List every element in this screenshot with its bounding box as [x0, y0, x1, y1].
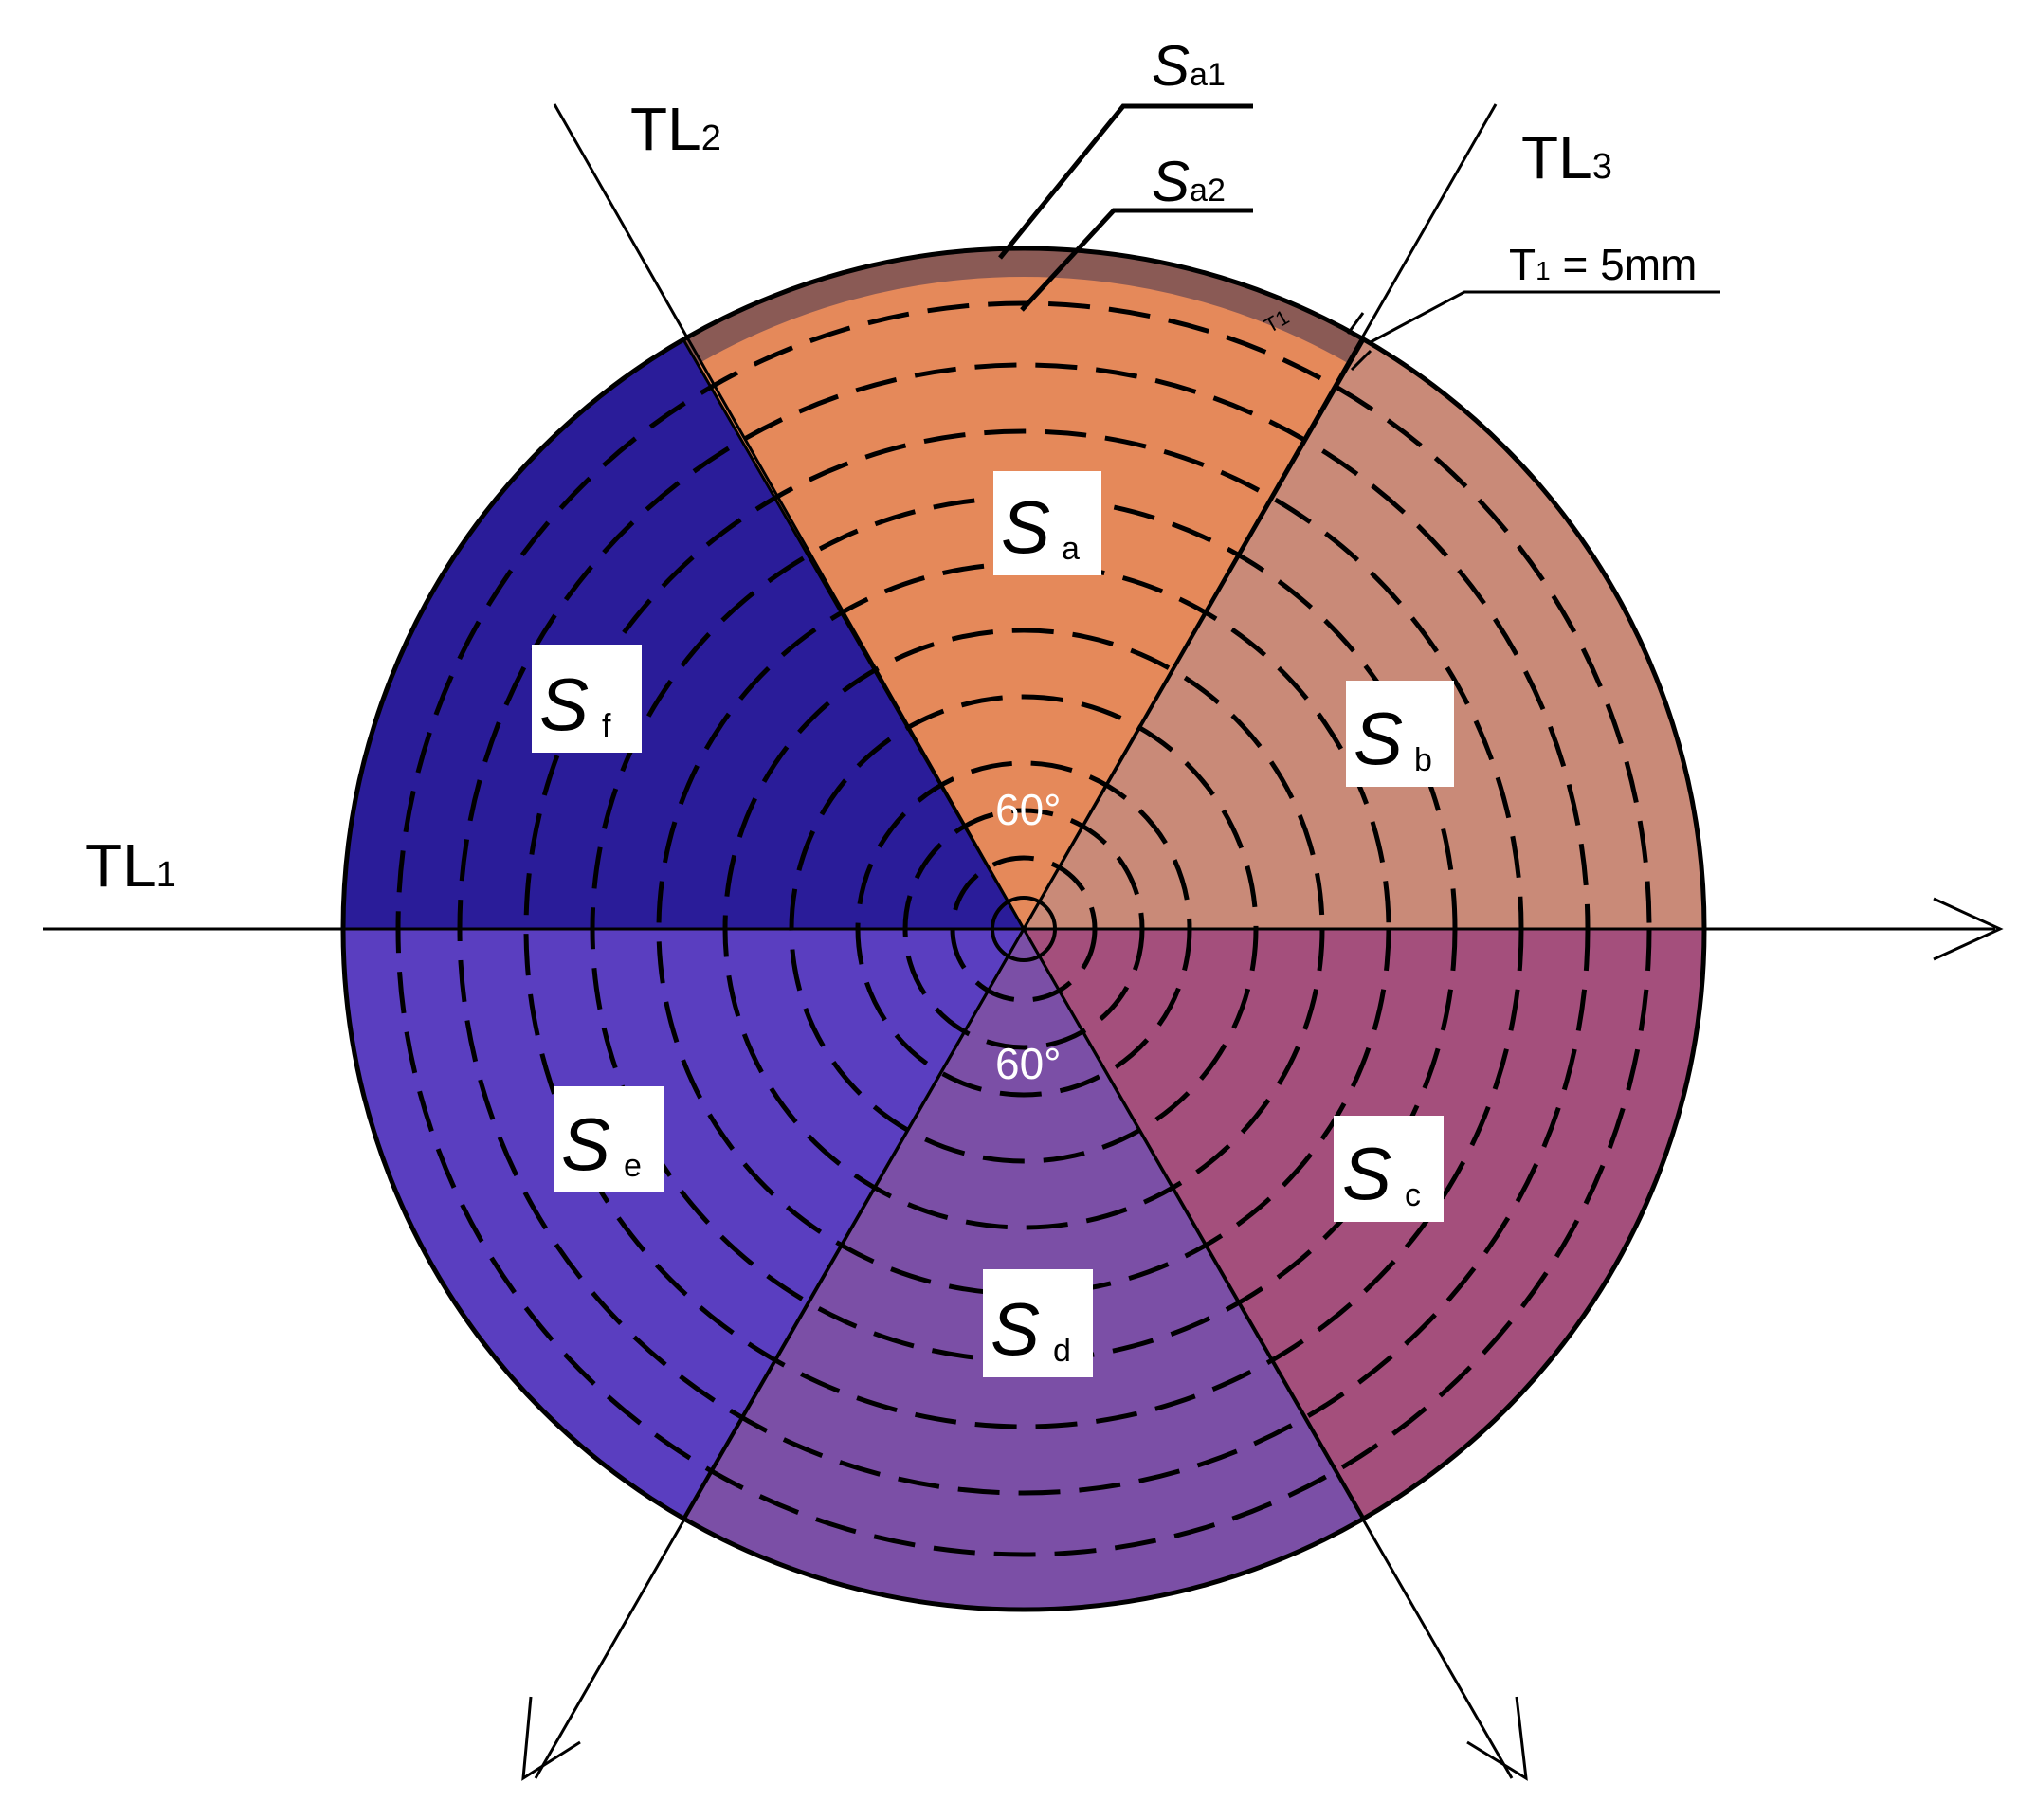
svg-text:b: b: [1414, 742, 1432, 778]
t1-dimension-label: T1 = 5mm: [1509, 240, 1697, 289]
sa2-leader-line: [1020, 208, 1253, 312]
tl1-arrowhead-icon: [1933, 897, 2004, 961]
sector-a-label: S a: [993, 471, 1101, 575]
angle-label-bottom: 60°: [995, 1039, 1062, 1088]
svg-text:S: S: [1342, 1132, 1391, 1215]
tl2-label: TL2: [630, 95, 721, 163]
sector-c-label: S c: [1334, 1116, 1444, 1222]
sa1-leader-line: [998, 103, 1253, 260]
sa2-label: Sa2: [1152, 150, 1226, 213]
sa1-label: Sa1: [1152, 34, 1226, 98]
svg-text:d: d: [1053, 1333, 1071, 1369]
tl1-label: TL1: [85, 831, 176, 900]
sector-f-fill: [343, 339, 1024, 930]
angle-label-top: 60°: [995, 785, 1062, 834]
sector-fills: [343, 247, 1704, 1610]
tl3-axis-line-lower: [534, 928, 1026, 1779]
sector-b-fill: [1024, 339, 1704, 930]
sector-e-label: S e: [554, 1086, 664, 1192]
svg-text:e: e: [624, 1148, 642, 1184]
svg-text:c: c: [1405, 1177, 1421, 1213]
sector-b-label: S b: [1346, 681, 1454, 787]
sector-e-fill: [343, 929, 1024, 1519]
sector-a-outer-band: [683, 247, 1364, 365]
tl3-label: TL3: [1521, 123, 1612, 191]
t1-leader-line: [1368, 290, 1720, 345]
tl3-arrowhead-icon: [521, 1696, 581, 1781]
tl2-axis-line-lower: [1022, 928, 1514, 1779]
t1-tick-bottom: [1350, 349, 1372, 372]
sector-c-fill: [1024, 929, 1704, 1519]
svg-text:S: S: [1354, 697, 1403, 780]
svg-text:a: a: [1062, 531, 1080, 567]
tl3-axis-line: [1022, 103, 1498, 930]
sector-d-label: S d: [983, 1269, 1093, 1377]
sector-f-label: S f: [532, 645, 642, 753]
sector-a-fill: [683, 247, 1364, 929]
t1-tick-top: [1346, 312, 1365, 335]
sector-labels: S a S b S c S d S e S f: [532, 471, 1454, 1377]
tl2-arrowhead-icon: [1466, 1696, 1528, 1781]
svg-text:S: S: [1001, 485, 1050, 569]
svg-text:S: S: [561, 1102, 610, 1186]
svg-text:f: f: [602, 708, 611, 744]
svg-text:S: S: [539, 663, 589, 746]
tl2-axis-line: [553, 103, 1026, 930]
svg-text:S: S: [991, 1287, 1040, 1371]
